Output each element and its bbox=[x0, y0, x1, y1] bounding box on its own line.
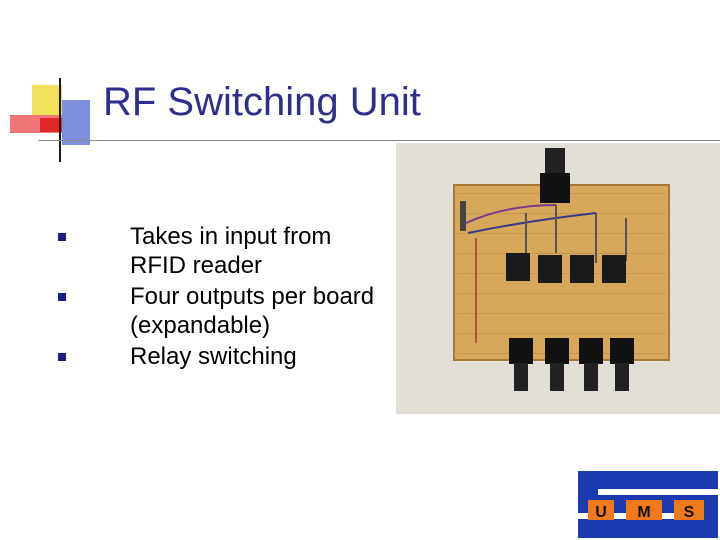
bullet-item: Four outputs per board (expandable) bbox=[58, 282, 388, 340]
circuit-board-photo bbox=[396, 143, 720, 414]
bullet-list: Takes in input from RFID reader Four out… bbox=[58, 222, 388, 373]
slide-title: RF Switching Unit bbox=[103, 80, 421, 124]
bullet-item: Takes in input from RFID reader bbox=[58, 222, 388, 280]
bullet-square-icon bbox=[58, 293, 66, 301]
svg-text:M: M bbox=[637, 504, 650, 521]
bullet-square-icon bbox=[58, 233, 66, 241]
bullet-square-icon bbox=[58, 353, 66, 361]
bullet-item: Relay switching bbox=[58, 342, 388, 371]
decorative-squares bbox=[10, 78, 90, 162]
ums-logo: U M S bbox=[570, 467, 720, 540]
bullet-text: Relay switching bbox=[130, 343, 297, 370]
bullet-text: Takes in input from RFID reader bbox=[130, 223, 332, 279]
svg-text:U: U bbox=[595, 504, 607, 521]
bullet-text: Four outputs per board (expandable) bbox=[130, 283, 375, 339]
title-divider bbox=[38, 140, 720, 141]
svg-text:S: S bbox=[684, 504, 695, 521]
